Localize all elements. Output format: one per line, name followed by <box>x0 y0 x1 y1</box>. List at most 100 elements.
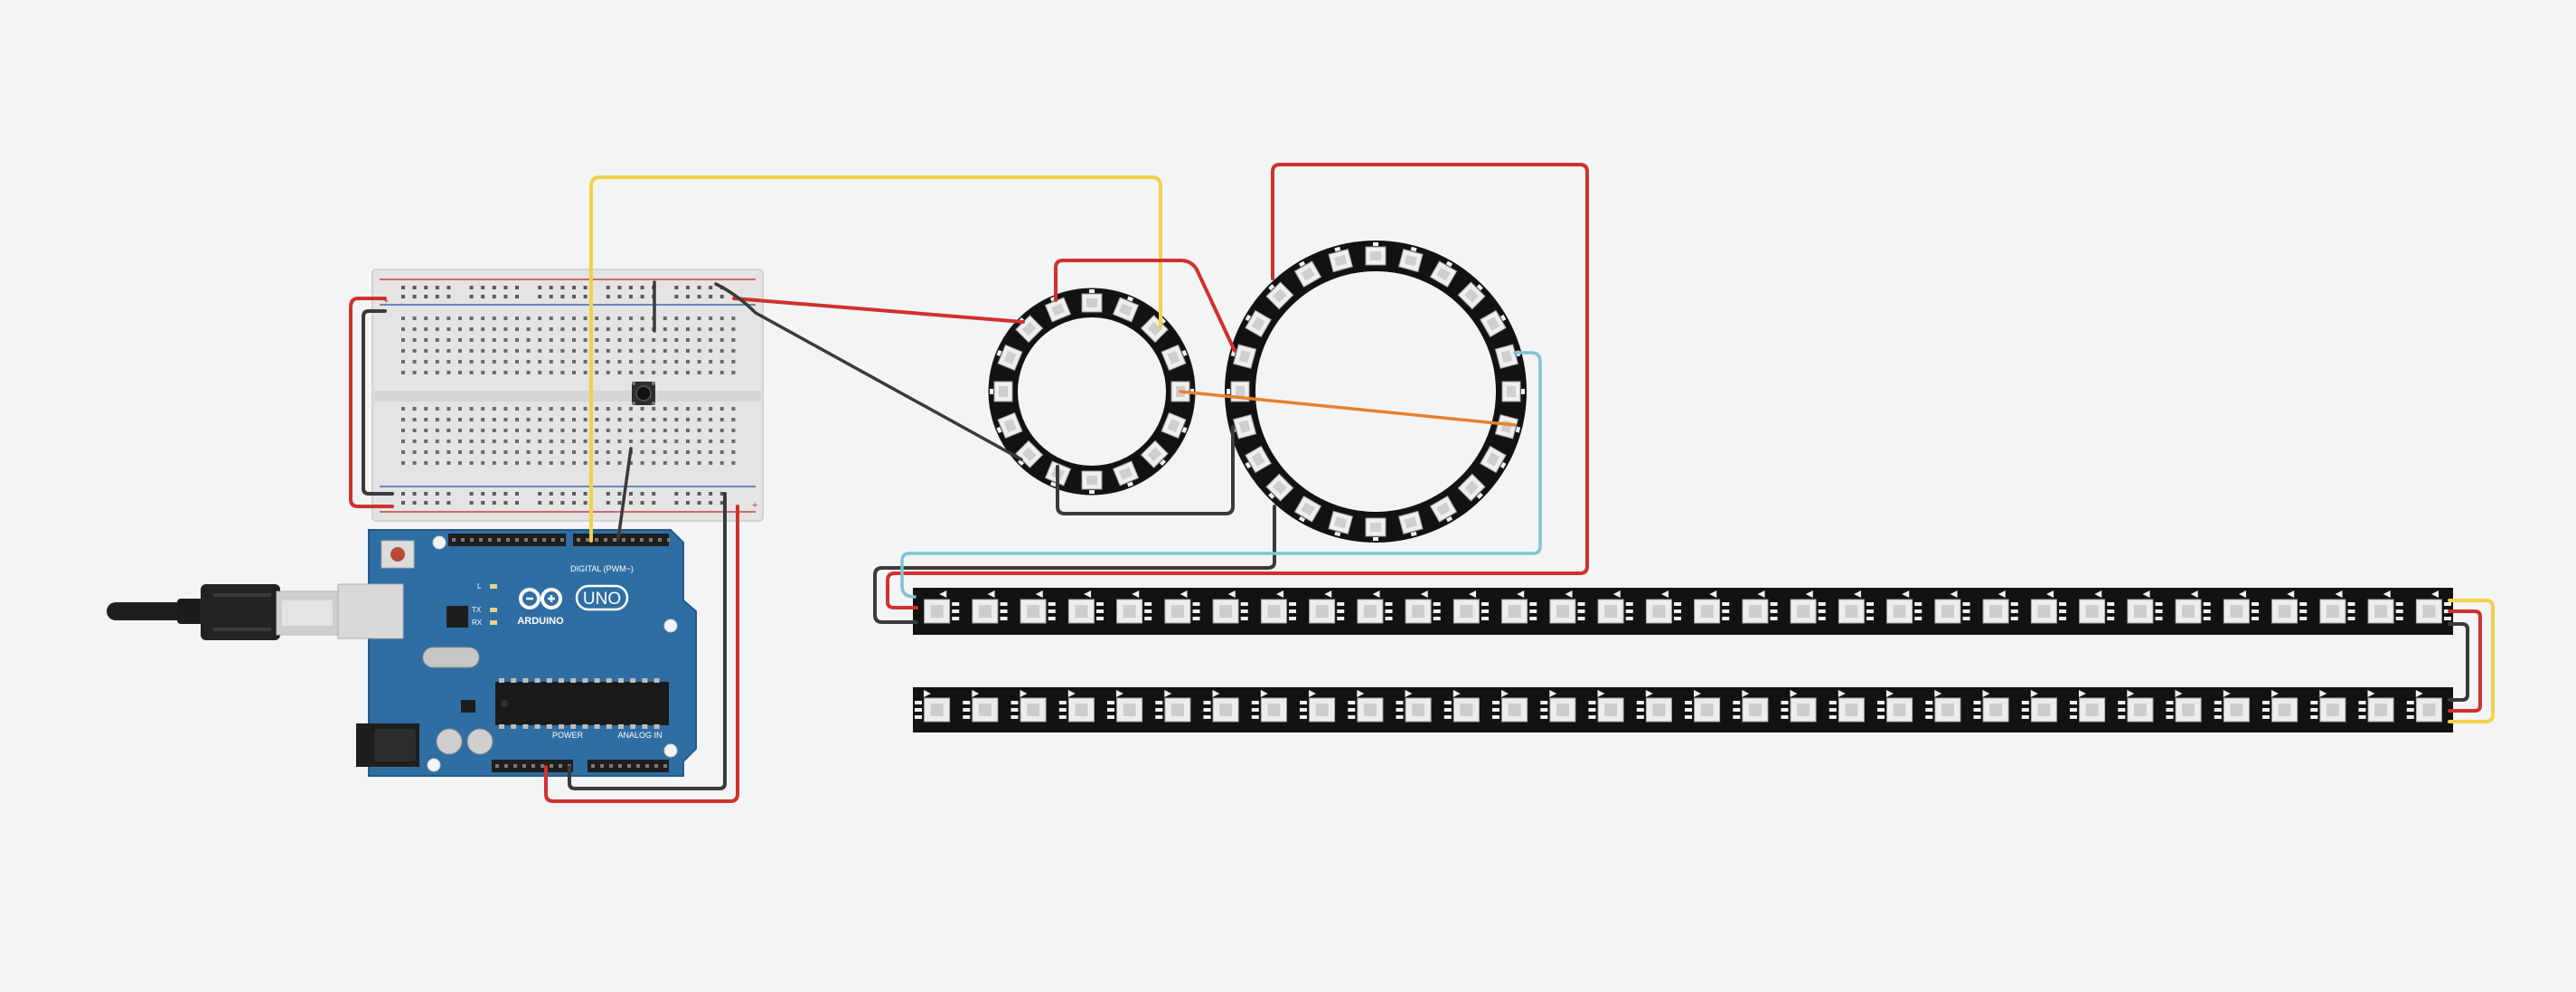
strip-pad <box>2107 617 2115 620</box>
strip-direction-arrow <box>2127 690 2135 697</box>
breadboard-hole <box>560 450 565 454</box>
strip-pad <box>1000 609 1008 613</box>
chip-pin <box>511 678 517 683</box>
breadboard-hole <box>686 338 690 342</box>
wire-black-ring-gnd[interactable] <box>714 282 1023 461</box>
wire-black-strip-gnd[interactable] <box>873 505 1276 624</box>
header-pin <box>495 764 499 768</box>
atmega-chip <box>495 682 669 725</box>
strip-led <box>2118 690 2154 723</box>
strip-led-die <box>2085 605 2099 618</box>
strip-pad <box>1481 617 1490 620</box>
neopixel-led <box>1429 260 1458 288</box>
strip-led <box>2069 690 2106 723</box>
wire-black-rail-jumper[interactable] <box>362 309 394 496</box>
led-die <box>1273 288 1287 303</box>
chip-pin <box>499 724 504 729</box>
wire-red-ring-link[interactable] <box>1054 259 1236 353</box>
neopixel-ring-24[interactable] <box>1225 241 1527 543</box>
arduino-uno[interactable]: L TX RX UNO ARDUINO DIGITAL (PWM~) POWER… <box>337 529 697 777</box>
breadboard-hole <box>515 501 519 505</box>
strip-pad <box>1577 602 1585 606</box>
breadboard-hole <box>640 316 644 320</box>
rail-plus-label-bottom: + <box>752 500 757 511</box>
breadboard-hole <box>652 407 656 411</box>
breadboard-hole <box>481 407 485 411</box>
breadboard-hole <box>435 349 439 353</box>
wire-red-strip-link[interactable] <box>2448 609 2482 713</box>
strip-pad <box>1722 609 1730 613</box>
breadboard-hole <box>412 501 417 505</box>
strip-led-die <box>978 704 992 716</box>
strip-pad <box>2010 617 2018 620</box>
wire-black-gnd[interactable] <box>568 492 727 790</box>
neopixel-strip-upper[interactable] <box>913 588 2453 635</box>
neopixel-strip-lower[interactable] <box>913 687 2453 732</box>
wire-black-ring-link[interactable] <box>1056 425 1235 515</box>
breadboard-hole <box>652 349 656 353</box>
strip-pad <box>1192 617 1200 620</box>
led-die <box>1486 452 1500 467</box>
wire-yellow-data[interactable] <box>589 175 1162 543</box>
header-pin <box>609 764 613 768</box>
wire-yellow-strip-link[interactable] <box>2448 599 2495 723</box>
strip-pad <box>2214 701 2222 704</box>
breadboard-hole <box>709 371 713 374</box>
strip-pad <box>2118 708 2126 712</box>
breadboard-hole <box>686 327 690 331</box>
breadboard-hole <box>401 295 405 298</box>
wire-blue-strip-data[interactable] <box>900 351 1542 599</box>
pushbutton[interactable] <box>632 382 655 405</box>
header-pin <box>560 538 564 542</box>
strip-pad <box>2358 715 2366 719</box>
strip-led <box>2127 590 2163 624</box>
breadboard-hole <box>481 418 485 421</box>
breadboard-hole <box>674 327 679 331</box>
wire-black-button-signal[interactable] <box>616 447 633 541</box>
strip-led-die <box>2133 605 2147 618</box>
strip-led <box>1684 690 1721 723</box>
breadboard-hole <box>492 418 496 421</box>
led-die <box>1500 350 1513 364</box>
led-pad <box>1515 426 1521 433</box>
breadboard-hole <box>538 286 542 289</box>
usb-cable[interactable] <box>107 584 339 640</box>
breadboard-hole <box>595 450 599 454</box>
breadboard-hole <box>401 286 405 289</box>
header-pin <box>595 538 598 542</box>
strip-pad <box>2358 701 2366 704</box>
led-die <box>1147 447 1162 462</box>
breadboard-hole <box>481 327 485 331</box>
breadboard-hole <box>709 439 713 443</box>
breadboard[interactable]: + + <box>371 269 764 522</box>
strip-led <box>2261 690 2299 723</box>
breadboard-hole <box>515 360 519 364</box>
strip-pad <box>2107 609 2115 613</box>
strip-led <box>1212 590 1248 624</box>
breadboard-hole <box>447 461 451 465</box>
strip-direction-arrow <box>1982 690 1990 697</box>
wire-orange-ring-data[interactable] <box>1179 390 1517 427</box>
strip-pad <box>1577 609 1585 613</box>
strip-pad <box>2395 602 2403 606</box>
wire-red-rail-jumper[interactable] <box>349 297 394 508</box>
wire-black-strip-link[interactable] <box>2448 622 2469 702</box>
strip-pad <box>1192 602 1200 606</box>
wire-red-5v[interactable] <box>544 505 739 803</box>
strip-pad <box>1144 617 1152 620</box>
header-pin <box>513 764 517 768</box>
wire-red-ring-power[interactable] <box>732 297 1025 324</box>
wire-red-strip-power[interactable] <box>886 163 1589 609</box>
breadboard-hole <box>549 418 553 421</box>
chip-pin <box>559 724 564 729</box>
led-pad <box>1298 260 1306 268</box>
strip-pad <box>1588 708 1596 712</box>
strip-led-die <box>1989 704 2003 716</box>
neopixel-led <box>1161 411 1188 439</box>
breadboard-hole <box>629 461 633 465</box>
breadboard-hole <box>719 492 724 496</box>
breadboard-hole <box>515 439 519 443</box>
header-pin <box>542 538 546 542</box>
indicator-led <box>490 620 497 625</box>
strip-led <box>1405 590 1441 624</box>
